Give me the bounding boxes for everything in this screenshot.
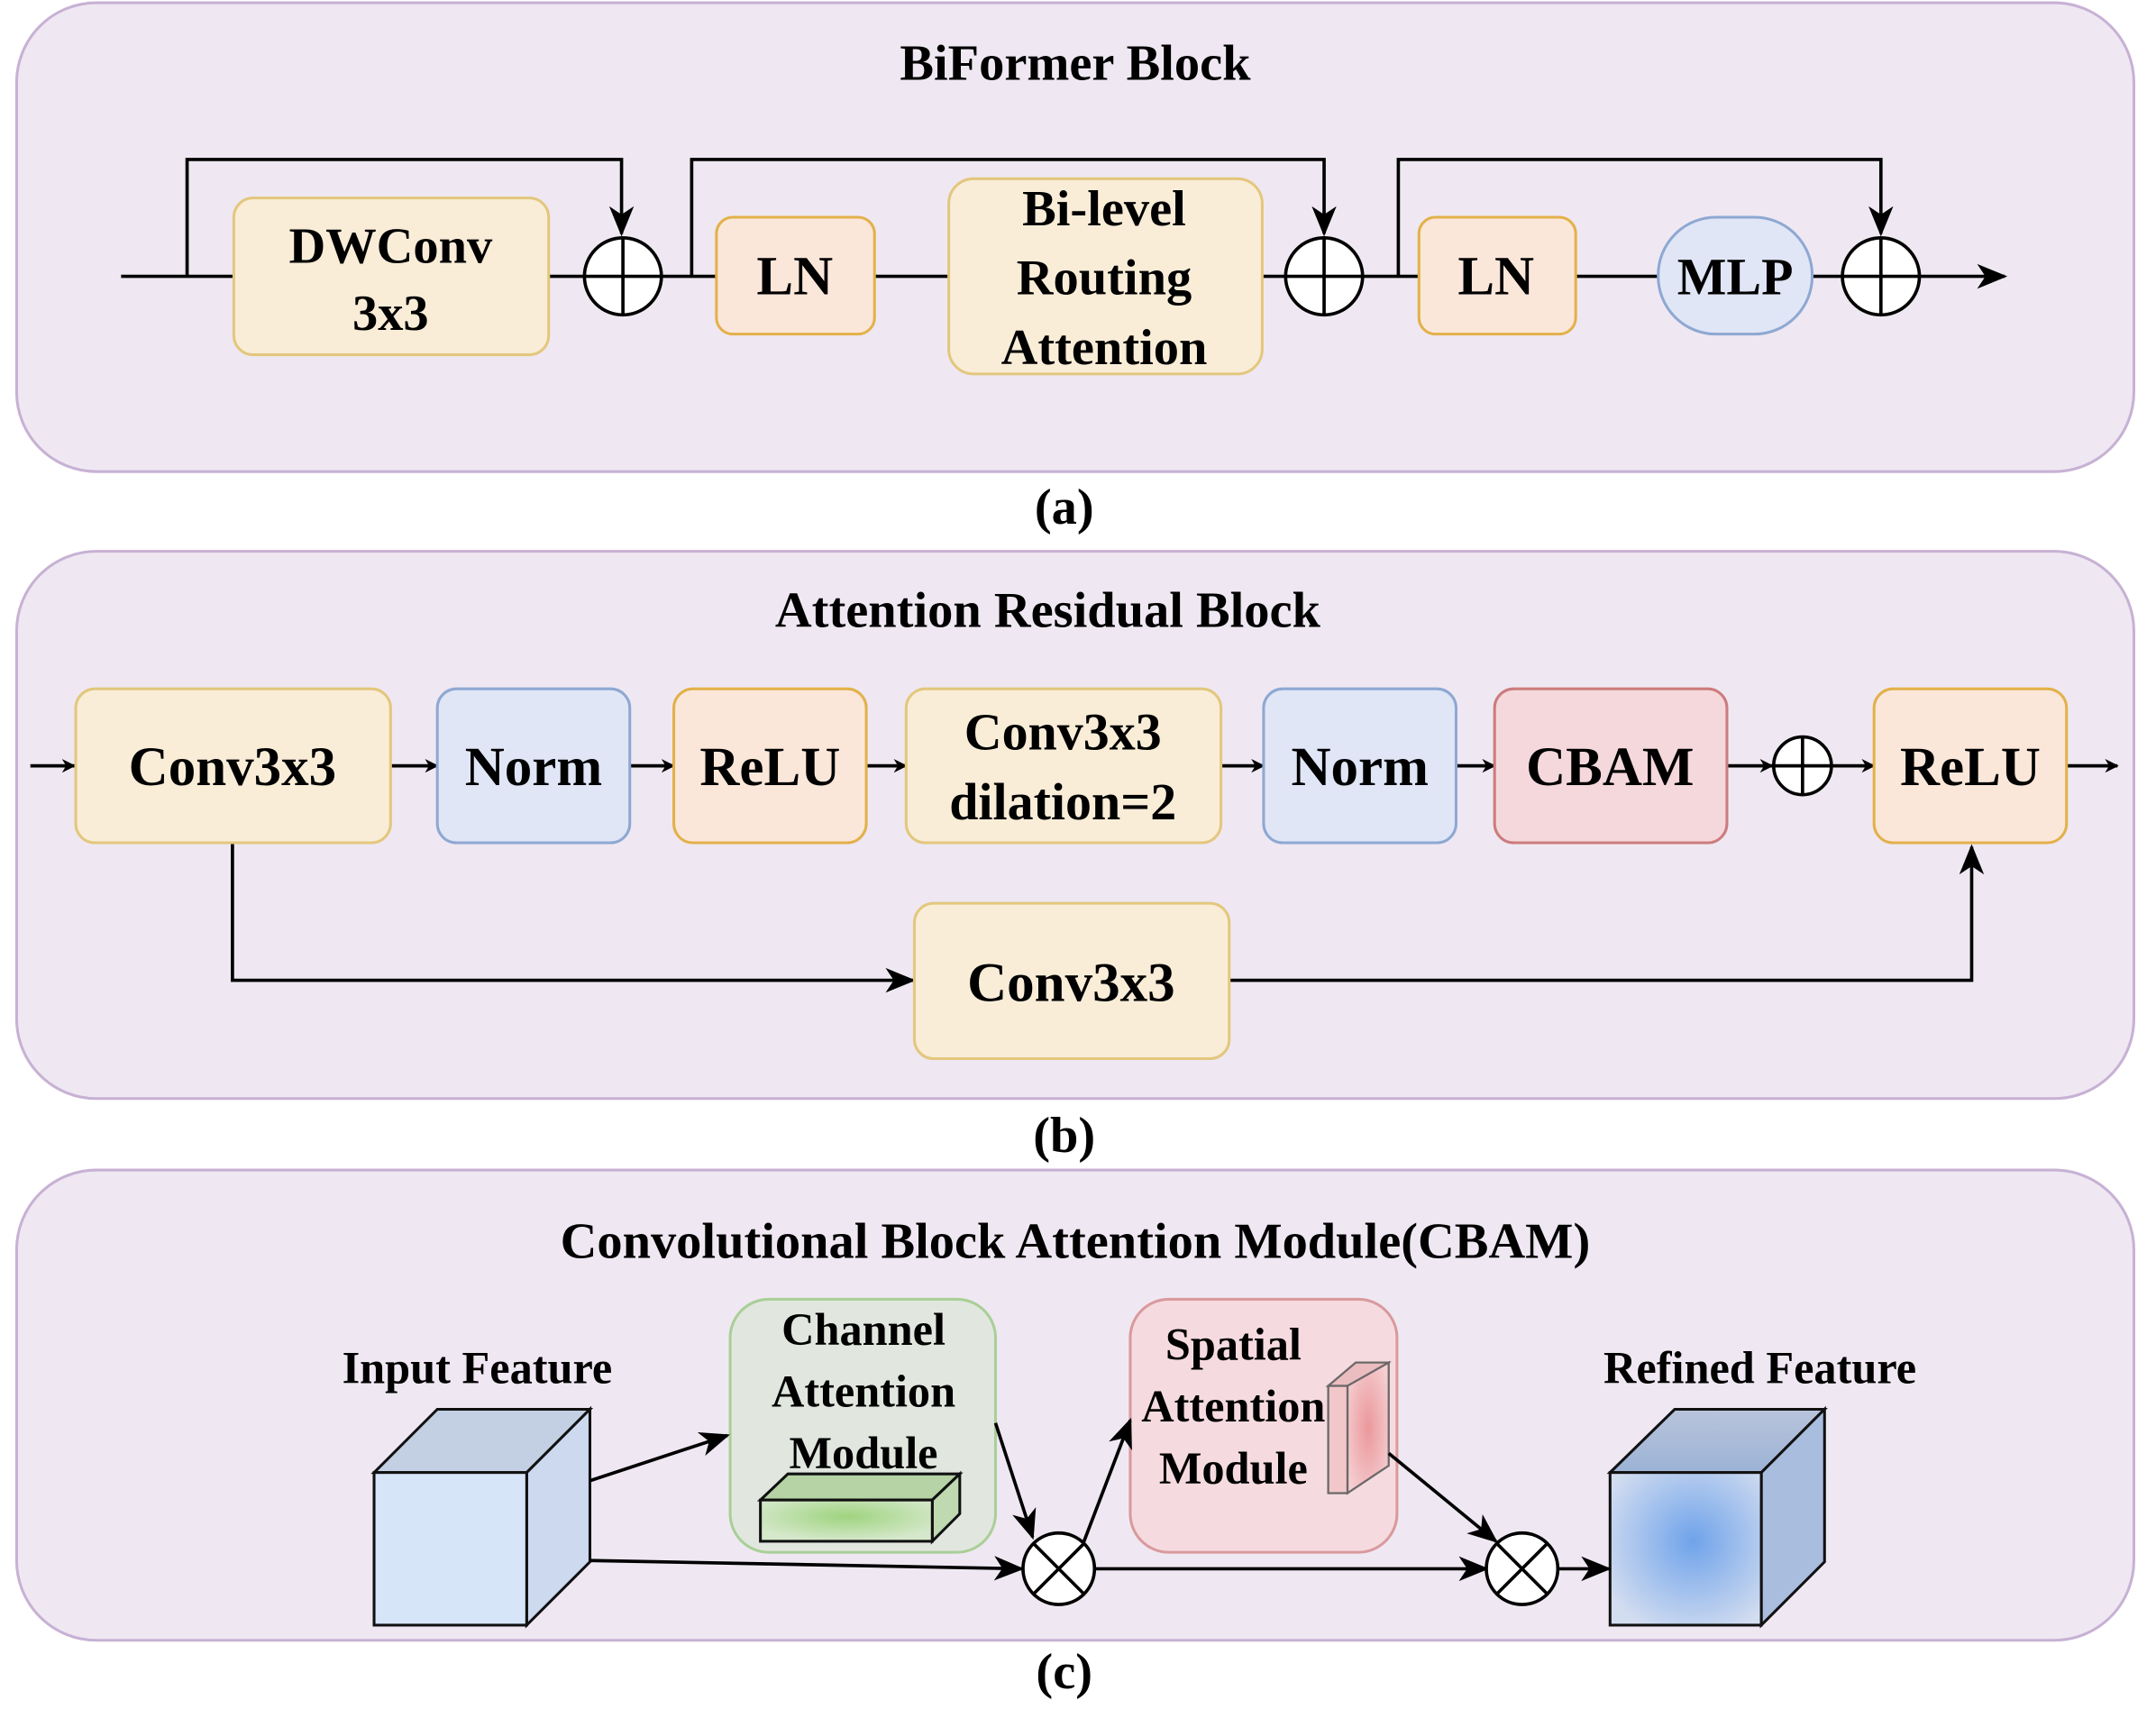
relu-node-2: ReLU bbox=[1872, 687, 2069, 845]
svg-text:LN: LN bbox=[756, 246, 833, 306]
panel-c-title: Convolutional Block Attention Module(CBA… bbox=[561, 1214, 1591, 1270]
bi-level-routing-attention-node: Bi-level Routing Attention bbox=[947, 177, 1264, 376]
panel-c-connections bbox=[589, 1417, 1612, 1582]
norm-node-1: Norm bbox=[435, 687, 632, 845]
add-operator-icon bbox=[1284, 236, 1365, 317]
svg-text:Conv3x3: Conv3x3 bbox=[129, 737, 336, 798]
dilated-conv3x3-node: Conv3x3 dilation=2 bbox=[904, 687, 1223, 845]
add-operator-icon bbox=[1841, 236, 1922, 317]
refined-feature-label: Refined Feature bbox=[1603, 1342, 1916, 1393]
svg-text:Attention: Attention bbox=[1141, 1381, 1325, 1431]
svg-text:dilation=2: dilation=2 bbox=[949, 772, 1176, 831]
svg-text:LN: LN bbox=[1457, 246, 1534, 306]
panel-a-connections bbox=[121, 158, 2008, 289]
dwconv-node: DWConv 3x3 bbox=[232, 196, 551, 357]
panel-cbam: Convolutional Block Attention Module(CBA… bbox=[14, 1168, 2135, 1642]
input-feature-cube-icon bbox=[370, 1405, 594, 1629]
channel-attention-module: Channel Attention Module bbox=[728, 1297, 998, 1554]
multiply-operator-icon bbox=[1021, 1531, 1097, 1606]
add-operator-icon bbox=[1771, 735, 1833, 797]
svg-text:CBAM: CBAM bbox=[1526, 737, 1694, 798]
svg-text:Routing: Routing bbox=[1017, 250, 1192, 306]
svg-text:Conv3x3: Conv3x3 bbox=[964, 702, 1162, 761]
refined-feature-cube-icon bbox=[1606, 1405, 1828, 1629]
channel-attention-map-icon bbox=[756, 1470, 964, 1545]
svg-text:Channel: Channel bbox=[781, 1304, 946, 1355]
panel-b-caption: (b) bbox=[1033, 1108, 1095, 1164]
spatial-attention-module: Spatial Attention Module bbox=[1128, 1297, 1399, 1554]
shortcut-conv3x3-node: Conv3x3 bbox=[912, 901, 1231, 1061]
svg-text:Spatial: Spatial bbox=[1165, 1320, 1302, 1370]
svg-text:DWConv: DWConv bbox=[288, 218, 493, 274]
cbam-node: CBAM bbox=[1493, 687, 1729, 845]
layernorm-node-1: LN bbox=[715, 215, 876, 336]
add-operator-icon bbox=[582, 236, 663, 317]
svg-text:MLP: MLP bbox=[1677, 247, 1794, 306]
norm-node-2: Norm bbox=[1262, 687, 1457, 845]
spatial-attention-map-icon bbox=[1325, 1360, 1392, 1495]
relu-node-1: ReLU bbox=[672, 687, 868, 845]
panel-b-connections bbox=[30, 758, 2119, 993]
panel-biformer-block: BiFormer Block DWConv 3x3 bbox=[14, 1, 2135, 473]
svg-text:ReLU: ReLU bbox=[1900, 737, 2041, 798]
panel-a-caption: (a) bbox=[1035, 480, 1094, 535]
input-feature-label: Input Feature bbox=[343, 1342, 613, 1393]
svg-text:Conv3x3: Conv3x3 bbox=[967, 953, 1174, 1013]
panel-c-caption: (c) bbox=[1036, 1644, 1092, 1700]
layernorm-node-2: LN bbox=[1417, 215, 1577, 336]
svg-text:Attention: Attention bbox=[1001, 320, 1208, 376]
panel-b-title: Attention Residual Block bbox=[775, 583, 1321, 639]
multiply-operator-icon bbox=[1485, 1531, 1560, 1606]
svg-text:3x3: 3x3 bbox=[352, 286, 429, 342]
svg-text:ReLU: ReLU bbox=[699, 737, 840, 798]
svg-text:Norm: Norm bbox=[1291, 737, 1428, 798]
svg-text:Module: Module bbox=[790, 1428, 938, 1478]
panel-attention-residual-block: Attention Residual Block Conv3x3 Norm Re… bbox=[14, 550, 2135, 1101]
mlp-node: MLP bbox=[1657, 215, 1814, 336]
svg-text:Module: Module bbox=[1159, 1443, 1308, 1494]
svg-text:Norm: Norm bbox=[465, 737, 602, 798]
conv3x3-node: Conv3x3 bbox=[74, 687, 392, 845]
svg-text:Attention: Attention bbox=[772, 1366, 955, 1416]
panel-a-title: BiFormer Block bbox=[900, 35, 1251, 91]
svg-text:Bi-level: Bi-level bbox=[1022, 181, 1186, 237]
